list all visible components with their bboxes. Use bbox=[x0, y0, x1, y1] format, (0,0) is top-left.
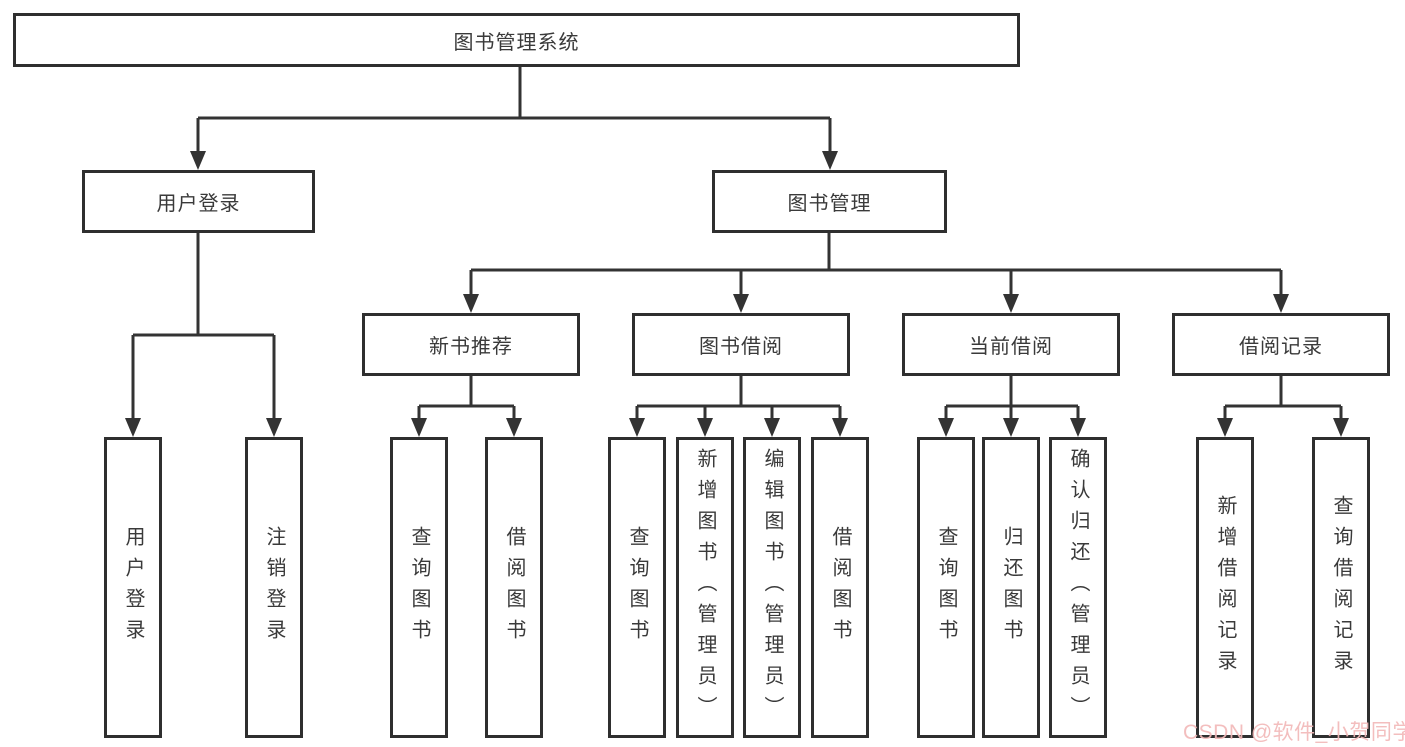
leaf-label: 归还图书 bbox=[1000, 525, 1022, 650]
leaf-label: 新增图书（管理员） bbox=[694, 448, 716, 727]
node-user-login: 用户登录 bbox=[82, 170, 315, 233]
leaf-label: 查询图书 bbox=[408, 525, 430, 650]
connector-current-borrowing-to-leaves bbox=[938, 376, 1086, 437]
leaf-label: 用户登录 bbox=[122, 525, 144, 650]
node-current-borrowing: 当前借阅 bbox=[902, 313, 1120, 376]
node-library-management-system: 图书管理系统 bbox=[13, 13, 1020, 67]
connector-new-book-recommend-to-leaves bbox=[411, 376, 522, 437]
leaf-label: 查询图书 bbox=[935, 525, 957, 650]
leaf-borrow-books-borrowing: 借阅图书 bbox=[811, 437, 869, 738]
node-label: 新书推荐 bbox=[429, 336, 513, 358]
leaf-label: 查询借阅记录 bbox=[1330, 494, 1352, 681]
node-label: 用户登录 bbox=[156, 193, 241, 215]
leaf-label: 编辑图书（管理员） bbox=[761, 448, 783, 727]
csdn-watermark: CSDN @软件_小贺同学 bbox=[1183, 721, 1405, 744]
connector-book-management-to-level3 bbox=[463, 233, 1289, 313]
leaf-confirm-return-admin: 确认归还（管理员） bbox=[1049, 437, 1107, 738]
leaf-user-login: 用户登录 bbox=[104, 437, 162, 738]
leaf-borrow-books-recommend: 借阅图书 bbox=[485, 437, 543, 738]
leaf-label: 借阅图书 bbox=[829, 525, 851, 650]
connector-root-to-level2 bbox=[190, 67, 838, 170]
leaf-logout: 注销登录 bbox=[245, 437, 303, 738]
leaf-label: 新增借阅记录 bbox=[1214, 494, 1236, 681]
leaf-query-books-borrowing: 查询图书 bbox=[608, 437, 666, 738]
node-label: 当前借阅 bbox=[969, 336, 1053, 358]
node-label: 图书管理系统 bbox=[453, 31, 580, 54]
leaf-label: 查询图书 bbox=[626, 525, 648, 650]
connector-user-login-to-leaves bbox=[125, 233, 282, 437]
node-book-borrowing: 图书借阅 bbox=[632, 313, 850, 376]
leaf-query-books-current: 查询图书 bbox=[917, 437, 975, 738]
node-book-management: 图书管理 bbox=[712, 170, 947, 233]
leaf-label: 注销登录 bbox=[263, 525, 285, 650]
connector-borrow-records-to-leaves bbox=[1217, 376, 1349, 437]
leaf-query-books-recommend: 查询图书 bbox=[390, 437, 448, 738]
node-label: 借阅记录 bbox=[1239, 336, 1323, 358]
leaf-label: 确认归还（管理员） bbox=[1067, 448, 1089, 727]
connector-book-borrowing-to-leaves bbox=[629, 376, 848, 437]
node-borrow-records: 借阅记录 bbox=[1172, 313, 1390, 376]
leaf-return-books: 归还图书 bbox=[982, 437, 1040, 738]
leaf-add-borrow-record: 新增借阅记录 bbox=[1196, 437, 1254, 738]
node-label: 图书管理 bbox=[787, 193, 872, 215]
node-new-book-recommend: 新书推荐 bbox=[362, 313, 580, 376]
leaf-query-borrow-record: 查询借阅记录 bbox=[1312, 437, 1370, 738]
leaf-label: 借阅图书 bbox=[503, 525, 525, 650]
node-label: 图书借阅 bbox=[699, 336, 783, 358]
leaf-edit-book-admin: 编辑图书（管理员） bbox=[743, 437, 801, 738]
leaf-add-book-admin: 新增图书（管理员） bbox=[676, 437, 734, 738]
